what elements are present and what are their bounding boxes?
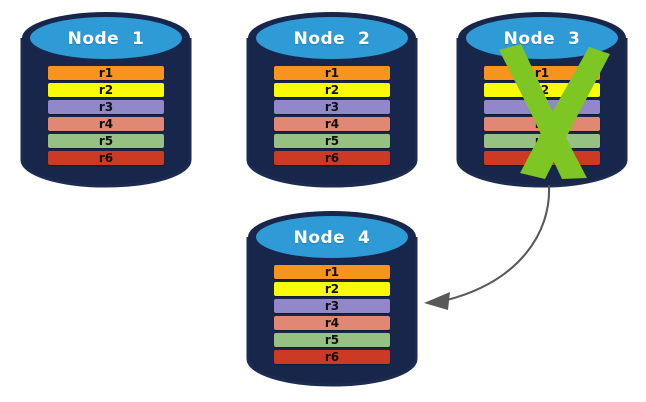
record-label: r4 [534,117,550,131]
record-bar[interactable]: r1 [48,66,164,80]
record-label: r3 [98,100,114,114]
record-label: r5 [324,333,340,347]
record-label: r1 [98,66,114,80]
record-bar[interactable]: r3 [484,100,600,114]
record-bar[interactable]: r4 [274,117,390,131]
record-label: r1 [324,66,340,80]
record-label: r6 [324,151,340,165]
record-bar[interactable]: r5 [48,134,164,148]
record-bar[interactable]: r2 [274,83,390,97]
record-label: r4 [324,316,340,330]
record-bar[interactable]: r1 [484,66,600,80]
record-label: r3 [324,299,340,313]
record-label: r2 [324,282,340,296]
record-bar[interactable]: r6 [274,151,390,165]
record-bar[interactable]: r5 [274,333,390,347]
record-bar[interactable]: r2 [484,83,600,97]
record-bar[interactable]: r6 [48,151,164,165]
node-cylinder-2[interactable]: Node 2 r1 r2 r3 r4 r5 r6 [246,12,418,188]
record-bar[interactable]: r4 [274,316,390,330]
record-label: r2 [98,83,114,97]
record-label: r5 [98,134,114,148]
record-list-3: r1 r2 r3 r4 r5 r6 [458,66,626,165]
record-bar[interactable]: r4 [484,117,600,131]
record-label: r6 [324,350,340,364]
record-label: r6 [534,151,550,165]
record-label: r1 [324,265,340,279]
record-bar[interactable]: r1 [274,265,390,279]
arrowhead-icon [424,292,450,310]
record-bar[interactable]: r2 [48,83,164,97]
record-label: r5 [534,134,550,148]
record-bar[interactable]: r6 [484,151,600,165]
record-bar[interactable]: r6 [274,350,390,364]
node-cylinder-3[interactable]: Node 3 r1 r2 r3 r4 r5 r6 [456,12,628,188]
record-bar[interactable]: r4 [48,117,164,131]
record-label: r2 [534,83,550,97]
record-label: r4 [324,117,340,131]
node-cylinder-4[interactable]: Node 4 r1 r2 r3 r4 r5 r6 [246,211,418,387]
record-label: r5 [324,134,340,148]
record-bar[interactable]: r3 [274,299,390,313]
record-label: r1 [534,66,550,80]
record-bar[interactable]: r5 [274,134,390,148]
record-bar[interactable]: r3 [48,100,164,114]
record-bar[interactable]: r2 [274,282,390,296]
record-bar[interactable]: r5 [484,134,600,148]
record-label: r4 [98,117,114,131]
record-bar[interactable]: r1 [274,66,390,80]
node-cylinder-1[interactable]: Node 1 r1 r2 r3 r4 r5 r6 [20,12,192,188]
record-list-4: r1 r2 r3 r4 r5 r6 [248,265,416,364]
record-label: r2 [324,83,340,97]
record-label: r3 [324,100,340,114]
record-label: r6 [98,151,114,165]
record-list-2: r1 r2 r3 r4 r5 r6 [248,66,416,165]
record-list-1: r1 r2 r3 r4 r5 r6 [22,66,190,165]
record-bar[interactable]: r3 [274,100,390,114]
record-label: r3 [534,100,550,114]
